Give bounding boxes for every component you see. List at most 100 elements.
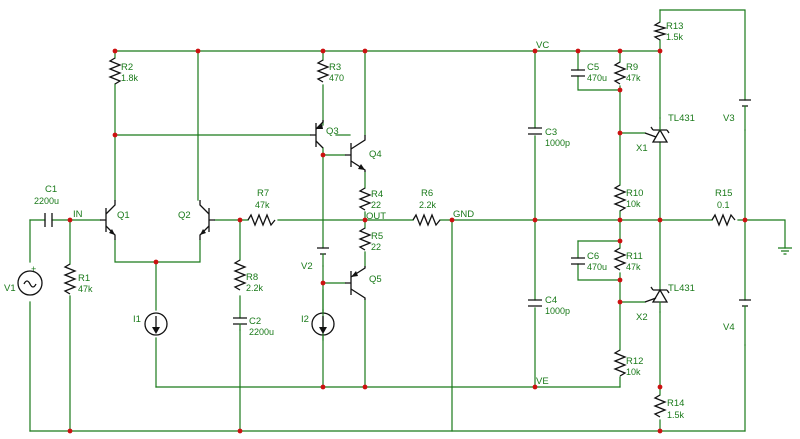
battery-v3[interactable]: V3 xyxy=(723,99,751,131)
resistor-r13[interactable]: R13 1.5k xyxy=(652,21,684,42)
capacitor-c2[interactable]: C2 2200u xyxy=(233,316,274,337)
resistor-r14[interactable]: R14 1.5k xyxy=(653,394,685,420)
resistor-r11[interactable]: R11 47k xyxy=(613,247,643,272)
transistor-q3[interactable]: Q3 xyxy=(310,120,339,149)
svg-text:R1: R1 xyxy=(78,273,90,284)
svg-text:TL431: TL431 xyxy=(668,283,695,294)
svg-text:V4: V4 xyxy=(723,322,735,333)
resistor-r2[interactable]: R2 1.8k xyxy=(108,57,139,85)
svg-text:2200u: 2200u xyxy=(34,196,59,206)
svg-text:470u: 470u xyxy=(587,73,607,83)
svg-text:R4: R4 xyxy=(371,189,383,200)
svg-text:470u: 470u xyxy=(587,262,607,272)
svg-text:2200u: 2200u xyxy=(249,327,274,337)
svg-text:10k: 10k xyxy=(626,367,641,377)
svg-text:I2: I2 xyxy=(301,314,309,325)
resistor-r12[interactable]: R12 10k xyxy=(613,349,643,377)
transistor-q5[interactable]: Q5 xyxy=(345,266,382,300)
capacitor-c1[interactable]: C1 2200u xyxy=(34,184,59,227)
svg-text:10k: 10k xyxy=(626,199,641,209)
svg-text:2.2k: 2.2k xyxy=(246,283,264,293)
svg-text:470: 470 xyxy=(329,73,344,83)
svg-text:47k: 47k xyxy=(255,200,270,210)
svg-text:X1: X1 xyxy=(636,143,648,154)
resistor-r5[interactable]: R5 22 xyxy=(358,227,383,252)
svg-text:R10: R10 xyxy=(626,188,643,199)
current-source-i2[interactable]: I2 xyxy=(301,309,335,341)
resistor-r6[interactable]: R6 2.2k xyxy=(412,188,441,227)
ground-symbol xyxy=(778,247,792,255)
svg-text:R11: R11 xyxy=(626,251,643,262)
capacitor-c5[interactable]: C5 470u xyxy=(571,62,607,83)
svg-text:C6: C6 xyxy=(587,251,599,262)
capacitor-c3[interactable]: C3 1000p xyxy=(528,127,570,148)
plus-sign-icon: + xyxy=(31,264,36,274)
svg-text:V2: V2 xyxy=(301,261,313,272)
svg-text:R14: R14 xyxy=(667,398,684,409)
svg-text:47k: 47k xyxy=(626,73,641,83)
transistor-q1[interactable]: Q1 xyxy=(100,200,130,240)
svg-text:C5: C5 xyxy=(587,62,599,73)
resistor-r1[interactable]: R1 47k xyxy=(63,263,93,295)
svg-text:1.8k: 1.8k xyxy=(121,73,139,83)
svg-text:I1: I1 xyxy=(133,314,141,325)
resistor-r4[interactable]: R4 22 xyxy=(358,187,383,211)
svg-text:R6: R6 xyxy=(421,188,433,199)
resistor-r10[interactable]: R10 10k xyxy=(613,184,643,212)
svg-text:R15: R15 xyxy=(715,188,732,199)
svg-text:R9: R9 xyxy=(626,62,638,73)
svg-text:2.2k: 2.2k xyxy=(419,200,437,210)
voltage-source-v1[interactable]: + V1 xyxy=(4,264,43,296)
resistor-r15[interactable]: R15 0.1 xyxy=(711,188,736,227)
svg-text:R13: R13 xyxy=(666,21,683,32)
battery-v2[interactable]: V2 xyxy=(301,247,329,272)
svg-text:Q2: Q2 xyxy=(178,210,191,221)
net-label-in: IN xyxy=(73,209,83,220)
transistor-q2[interactable]: Q2 xyxy=(178,200,215,240)
svg-text:V3: V3 xyxy=(723,113,735,124)
shunt-reference-x1[interactable]: TL431 X1 xyxy=(636,113,695,154)
svg-text:TL431: TL431 xyxy=(668,113,695,124)
svg-text:Q1: Q1 xyxy=(117,210,130,221)
svg-text:47k: 47k xyxy=(626,262,641,272)
svg-text:R3: R3 xyxy=(329,62,341,73)
resistor-r3[interactable]: R3 470 xyxy=(316,59,344,83)
shunt-reference-x2[interactable]: TL431 X2 xyxy=(636,283,695,323)
net-label-gnd: GND xyxy=(453,209,474,220)
net-labels: IN OUT GND VC VE xyxy=(73,40,549,387)
svg-text:R7: R7 xyxy=(257,188,269,199)
svg-text:C1: C1 xyxy=(45,184,57,195)
capacitor-c4[interactable]: C4 1000p xyxy=(528,295,570,316)
svg-text:R8: R8 xyxy=(246,272,258,283)
junction-dots xyxy=(67,48,748,434)
svg-text:22: 22 xyxy=(371,200,381,210)
battery-v4[interactable]: V4 xyxy=(723,299,751,346)
svg-text:Q3: Q3 xyxy=(326,126,339,137)
svg-text:C2: C2 xyxy=(249,316,261,327)
transistor-q4[interactable]: Q4 xyxy=(345,135,382,172)
svg-text:X2: X2 xyxy=(636,312,648,323)
capacitor-c6[interactable]: C6 470u xyxy=(571,251,607,272)
svg-text:C3: C3 xyxy=(545,127,557,138)
svg-text:Q4: Q4 xyxy=(369,149,382,160)
svg-text:1.5k: 1.5k xyxy=(666,32,684,42)
svg-text:C4: C4 xyxy=(545,295,557,306)
current-source-i1[interactable]: I1 xyxy=(133,312,168,336)
resistor-r9[interactable]: R9 47k xyxy=(613,61,641,85)
svg-text:47k: 47k xyxy=(78,284,93,294)
svg-text:R2: R2 xyxy=(121,62,133,73)
net-label-vc: VC xyxy=(536,40,549,51)
svg-text:V1: V1 xyxy=(4,283,16,294)
resistor-r8[interactable]: R8 2.2k xyxy=(233,259,264,293)
net-label-out: OUT xyxy=(366,211,386,222)
svg-text:0.1: 0.1 xyxy=(717,200,730,210)
svg-text:1.5k: 1.5k xyxy=(667,410,685,420)
svg-text:Q5: Q5 xyxy=(369,274,382,285)
svg-text:1000p: 1000p xyxy=(545,138,570,148)
svg-text:1000p: 1000p xyxy=(545,306,570,316)
svg-text:22: 22 xyxy=(371,242,381,252)
resistor-r7[interactable]: R7 47k xyxy=(247,188,276,227)
svg-text:R12: R12 xyxy=(626,356,643,367)
wires xyxy=(29,9,786,432)
